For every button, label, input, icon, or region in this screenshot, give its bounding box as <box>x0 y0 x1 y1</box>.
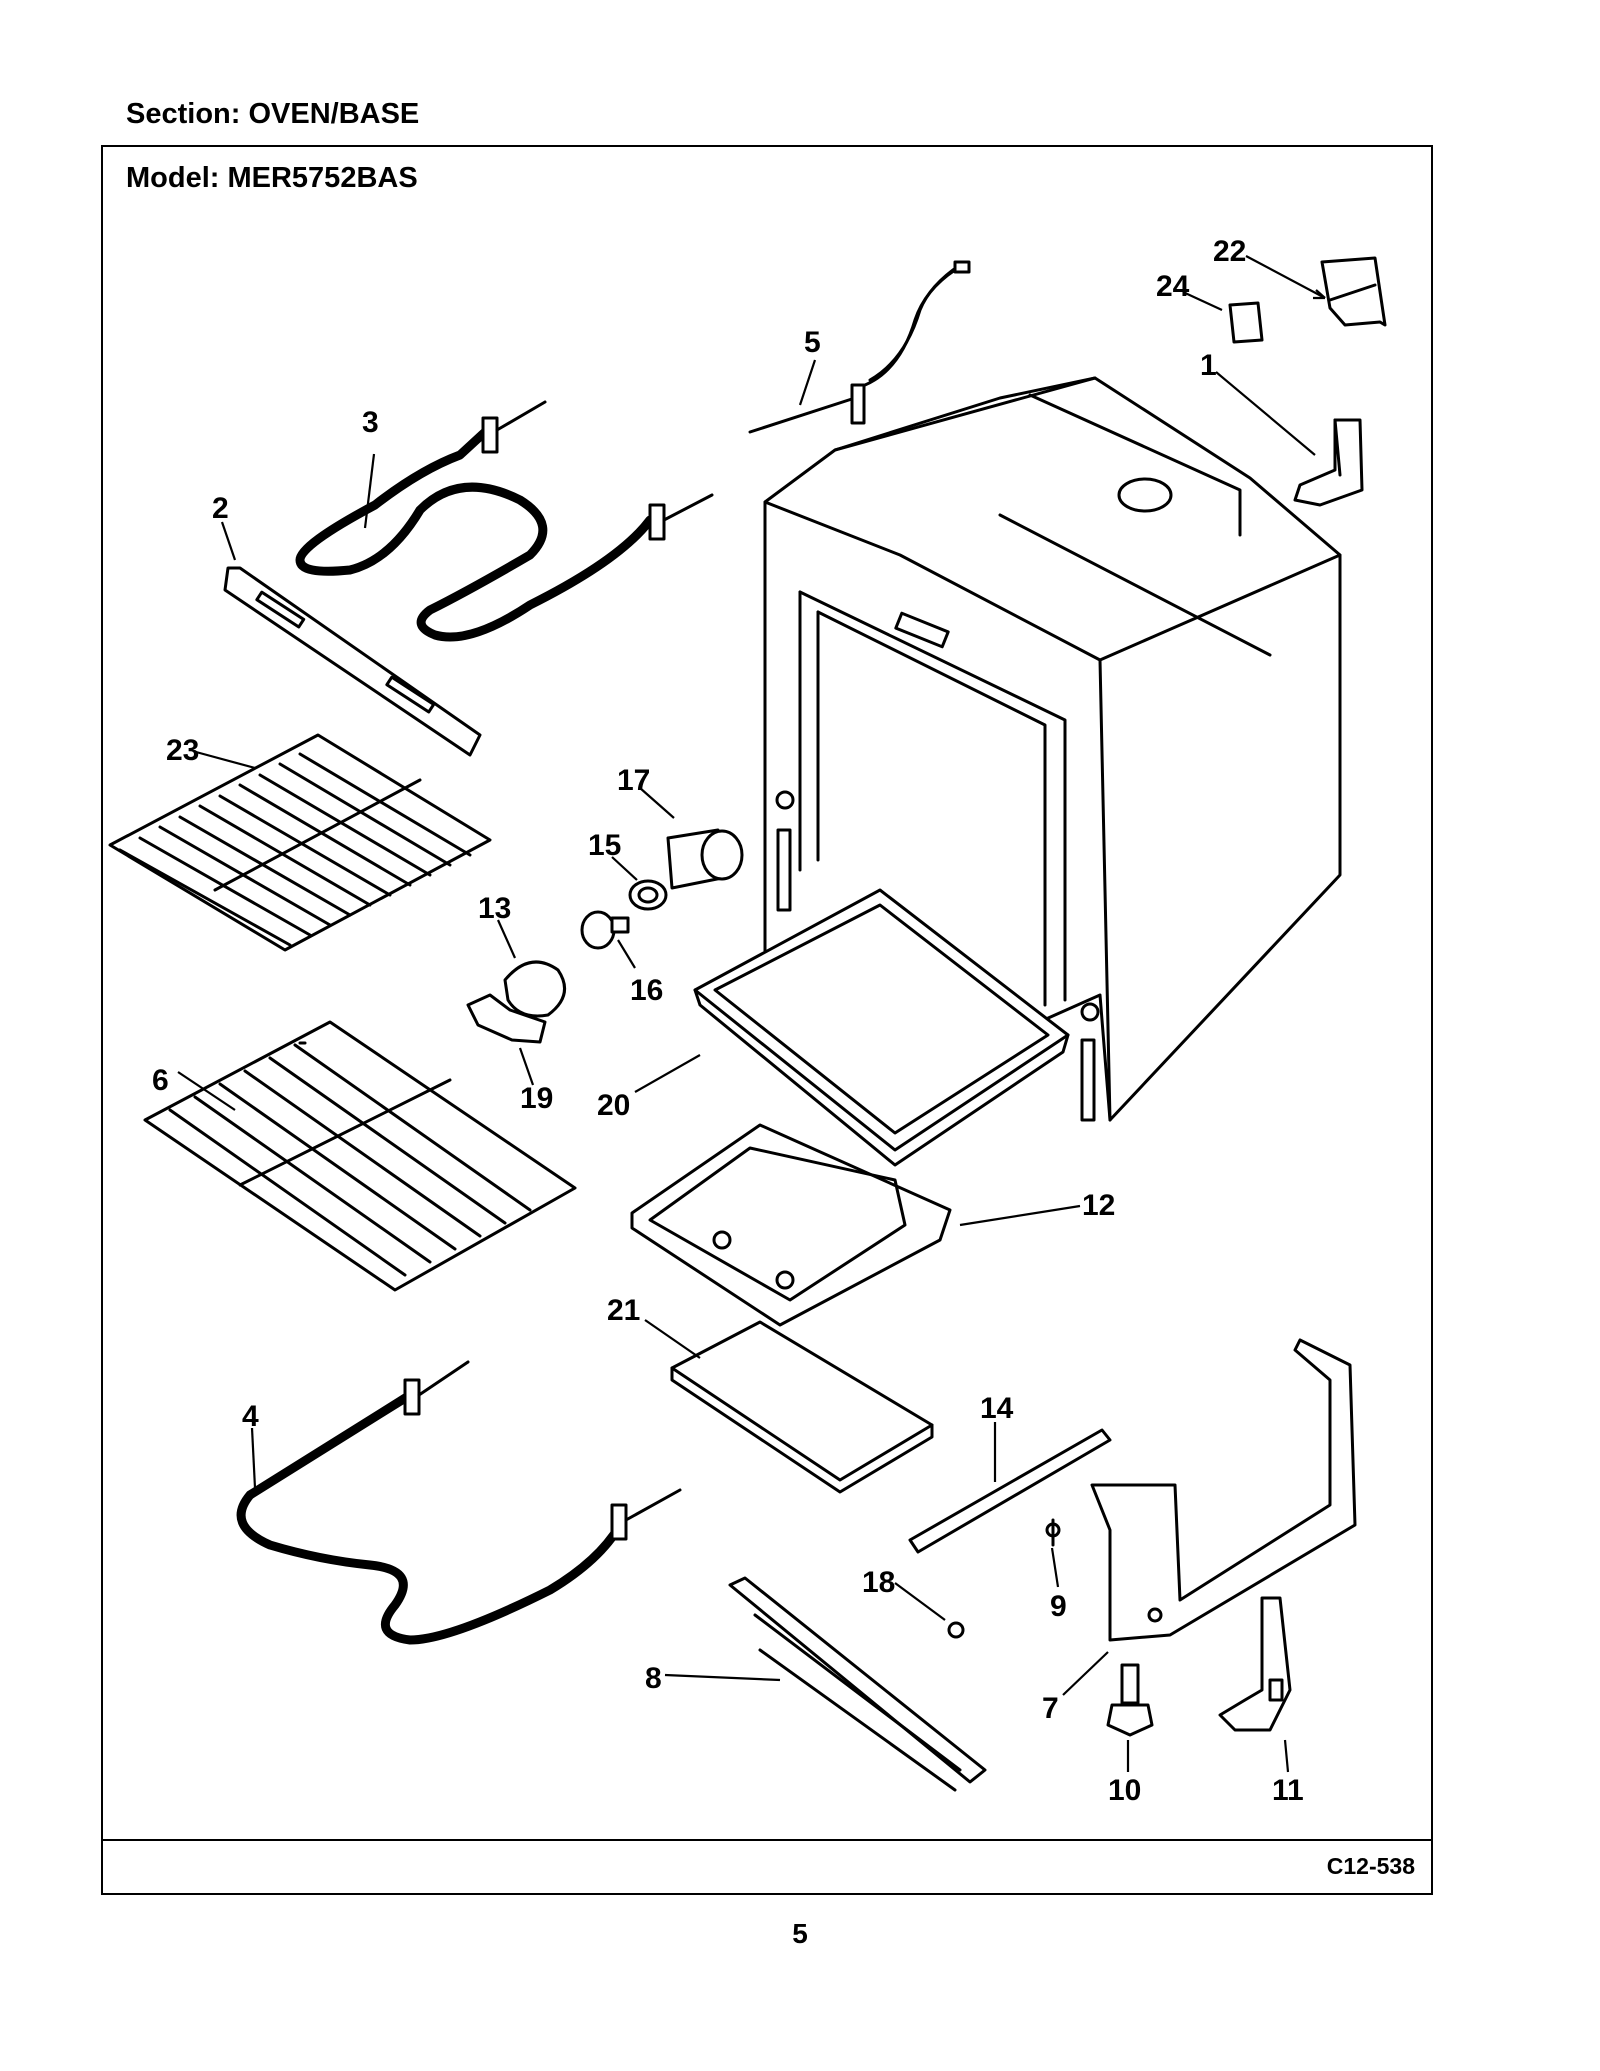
part-2-rail <box>223 566 482 757</box>
leader-lines <box>177 255 1326 1773</box>
part-19-gasket <box>466 993 547 1044</box>
callout-16: 16 <box>630 974 663 1007</box>
callout-17: 17 <box>617 764 650 797</box>
callout-21: 21 <box>607 1294 640 1327</box>
part-10-leveling-leg <box>1106 1663 1154 1737</box>
part-6-lower-rack <box>143 1020 577 1292</box>
page-number: 5 <box>792 1918 808 1949</box>
callout-15: 15 <box>588 829 621 862</box>
part-3-broil-element <box>295 400 714 642</box>
callout-24: 24 <box>1156 270 1190 303</box>
part-22-insulation <box>1320 256 1387 327</box>
callout-23: 23 <box>166 734 199 767</box>
callout-6: 6 <box>152 1064 169 1097</box>
figure-code: C12-538 <box>1326 1853 1415 1879</box>
callout-4: 4 <box>242 1400 259 1433</box>
part-12-oven-bottom <box>630 1123 952 1327</box>
model-title: Model: MER5752BAS <box>126 162 418 194</box>
footer-row <box>101 1839 1433 1895</box>
callout-19: 19 <box>520 1082 553 1115</box>
part-15-socket <box>628 879 668 911</box>
part-7-base-frame <box>1090 1338 1357 1642</box>
callout-12: 12 <box>1082 1189 1115 1222</box>
part-20-broil-pan <box>693 888 1070 1167</box>
part-5-sensor <box>748 260 971 434</box>
callout-22: 22 <box>1213 235 1246 268</box>
section-title: Section: OVEN/BASE <box>126 98 420 130</box>
part-4-bake-element <box>236 1360 682 1645</box>
callout-1: 1 <box>1200 349 1217 382</box>
callout-9: 9 <box>1050 1590 1067 1623</box>
part-17-light-housing <box>666 828 744 890</box>
part-13-lens <box>503 960 567 1018</box>
part-14-strip <box>908 1428 1112 1554</box>
callout-5: 5 <box>804 326 821 359</box>
part-8-vent-panel <box>728 1576 987 1792</box>
part-11-anti-tip-bracket <box>1218 1596 1292 1732</box>
part-16-bulb <box>580 910 630 950</box>
part-18-screw <box>947 1621 965 1639</box>
callout-7: 7 <box>1042 1692 1059 1725</box>
part-9-screw <box>1045 1518 1061 1547</box>
part-24-plate <box>1228 301 1264 344</box>
callout-18: 18 <box>862 1566 895 1599</box>
diagram-frame <box>101 145 1433 1895</box>
callout-10: 10 <box>1108 1774 1141 1807</box>
callout-13: 13 <box>478 892 511 925</box>
part-21-tray <box>670 1320 934 1494</box>
callout-labels: 22 24 1 5 3 2 23 6 17 15 16 13 19 20 12 … <box>152 235 1304 1807</box>
callout-11: 11 <box>1272 1774 1304 1807</box>
part-23-upper-rack <box>108 733 492 952</box>
callout-20: 20 <box>597 1089 630 1122</box>
part-1-bracket <box>1293 418 1364 507</box>
callout-2: 2 <box>212 492 229 525</box>
callout-3: 3 <box>362 406 379 439</box>
callout-8: 8 <box>645 1662 662 1695</box>
callout-14: 14 <box>980 1392 1014 1425</box>
